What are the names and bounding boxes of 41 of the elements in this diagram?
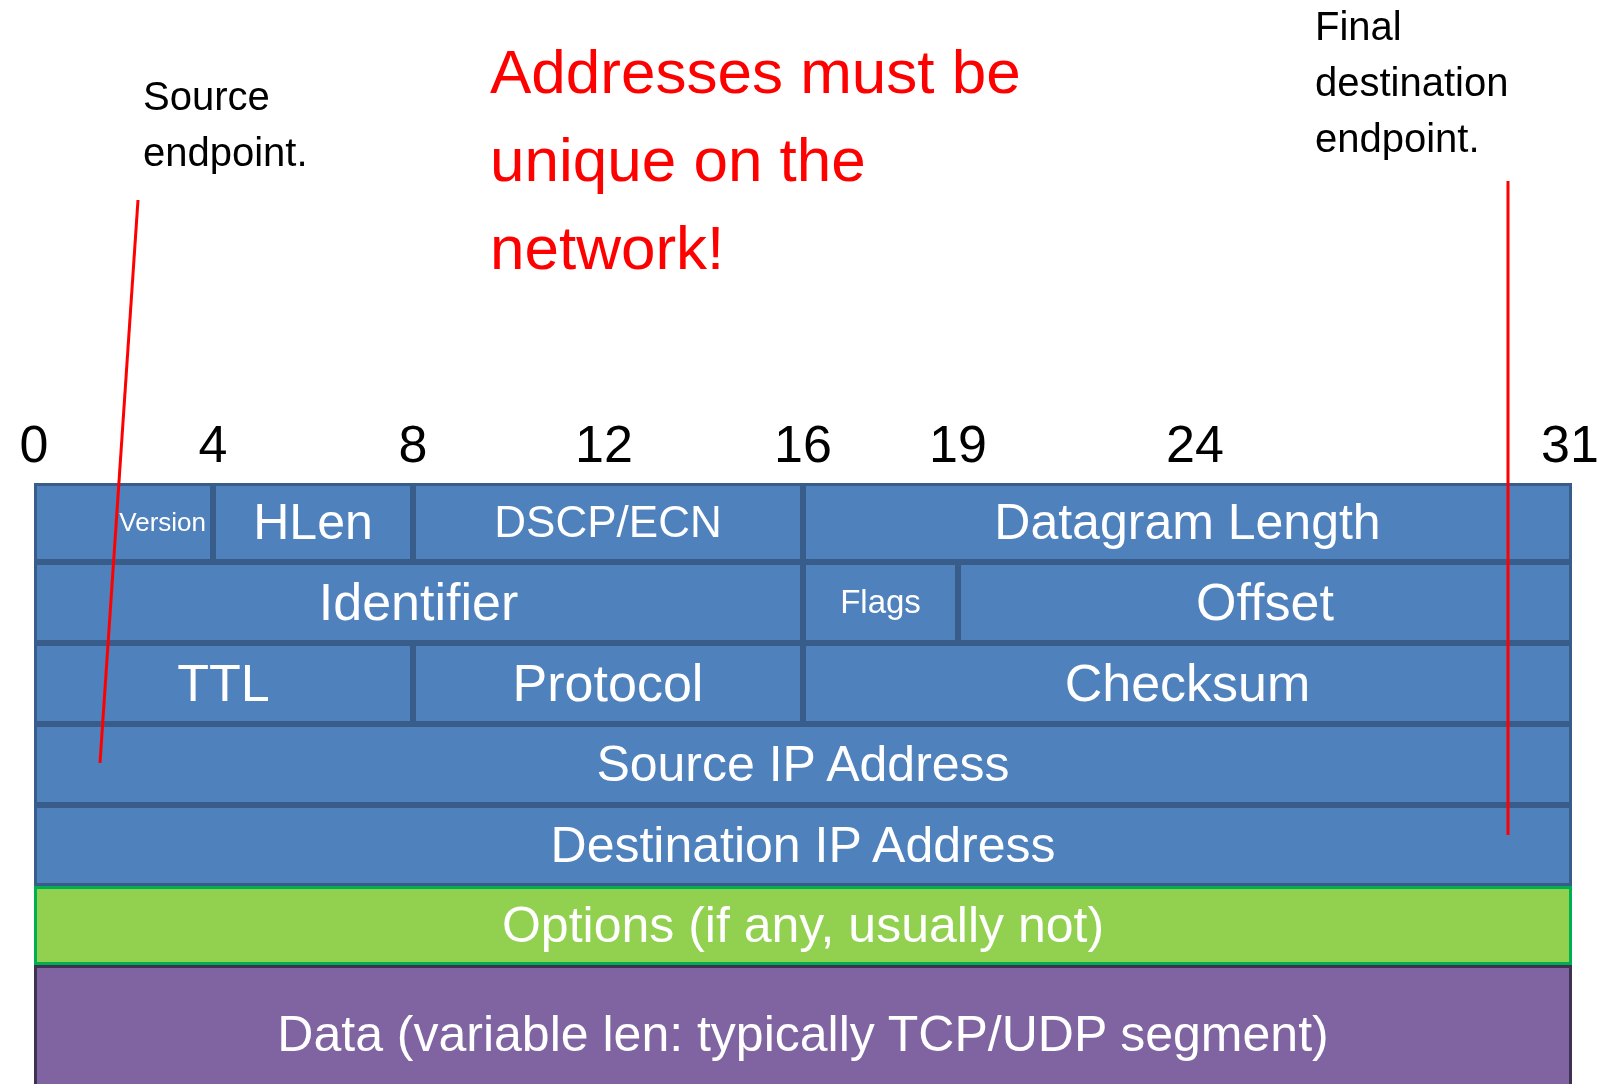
field-label: Options (if any, usually not): [501, 898, 1105, 953]
field-cell: [34, 805, 1572, 886]
annotation-text: Final destination endpoint.: [1315, 3, 1510, 162]
bit-number: 0: [18, 414, 50, 474]
options-row: [34, 886, 1572, 965]
bit-number: 8: [397, 414, 429, 474]
bit-number: 19: [928, 414, 988, 474]
field-label: TTL: [177, 654, 270, 713]
field-cell: [34, 483, 213, 562]
bit-number: 16: [773, 414, 833, 474]
field-label: DSCP/ECN: [494, 498, 722, 547]
field-cell: [803, 483, 1572, 562]
warning-note: Addresses must be unique on the network!: [490, 36, 1022, 284]
field-cell: [958, 562, 1572, 643]
bit-number: 31: [1540, 414, 1600, 474]
field-label: Flags: [840, 584, 921, 621]
field-label: Offset: [1196, 573, 1334, 632]
field-label: Datagram Length: [994, 495, 1381, 550]
field-label: Checksum: [1064, 654, 1311, 713]
bit-number: 4: [197, 414, 229, 474]
field-label: Version: [119, 508, 206, 537]
bit-number: 12: [574, 414, 634, 474]
bit-number: 24: [1165, 414, 1225, 474]
field-cell: [213, 483, 413, 562]
data-row: [34, 965, 1572, 1084]
field-label: Source IP Address: [596, 737, 1010, 792]
field-label: HLen: [253, 495, 373, 550]
field-cell: [803, 643, 1572, 724]
field-cell: [34, 643, 413, 724]
field-label: Protocol: [512, 654, 704, 713]
annotation-text: Source endpoint.: [143, 73, 309, 176]
field-cell: [413, 643, 803, 724]
field-label: Identifier: [318, 573, 519, 632]
field-cell: [34, 724, 1572, 805]
field-cell: [413, 483, 803, 562]
leader-line: [1506, 181, 1510, 835]
field-label: Data (variable len: typically TCP/UDP segment): [277, 1006, 1329, 1062]
field-cell: [803, 562, 958, 643]
field-label: Destination IP Address: [550, 818, 1056, 873]
field-cell: [34, 562, 803, 643]
leader-line: [98, 199, 140, 764]
